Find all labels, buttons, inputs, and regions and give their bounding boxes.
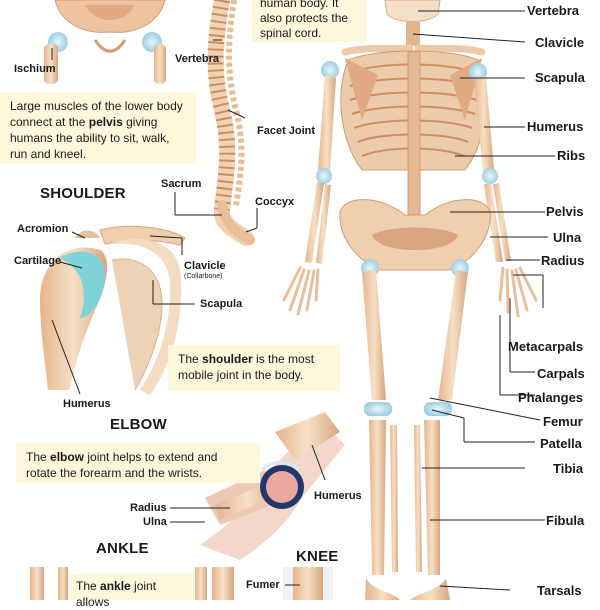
label-sacrum: Sacrum bbox=[161, 178, 202, 190]
label-coccyx: Coccyx bbox=[255, 196, 295, 208]
ankle-info-box: The ankle joint allows bbox=[70, 574, 194, 609]
label-tarsals: Tarsals bbox=[537, 583, 582, 598]
label-patella: Patella bbox=[540, 436, 582, 451]
elbow-info-bold: elbow bbox=[50, 450, 85, 464]
spine-info-text: human body. It also protects the spinal … bbox=[252, 0, 367, 42]
label-facet-joint: Facet Joint bbox=[257, 125, 316, 137]
label-phalanges: Phalanges bbox=[518, 390, 584, 405]
label-tibia: Tibia bbox=[553, 461, 584, 476]
elbow-info-box: The elbow joint helps to extend and rota… bbox=[16, 443, 260, 483]
spine-info-line-3: spinal cord. bbox=[260, 26, 322, 40]
heading-ankle: ANKLE bbox=[96, 540, 149, 557]
skeleton-illustration bbox=[282, 0, 538, 600]
spine-illustration bbox=[207, 0, 255, 246]
pointer-lines bbox=[51, 10, 555, 591]
label-elbow-radius: Radius bbox=[130, 502, 167, 514]
label-femur: Femur bbox=[543, 414, 583, 429]
label-pelvis: Pelvis bbox=[546, 204, 584, 219]
shoulder-illustration bbox=[40, 225, 186, 395]
label-ischium: Ischium bbox=[14, 63, 56, 75]
ankle-illustration bbox=[30, 567, 234, 600]
label-elbow-humerus: Humerus bbox=[314, 490, 362, 502]
pelvis-info-box: Large muscles of the lower body connect … bbox=[0, 92, 196, 164]
shoulder-info-box: The shoulder is the most mobile joint in… bbox=[168, 345, 340, 391]
ankle-info-bold: ankle bbox=[100, 579, 131, 593]
label-fumer: Fumer bbox=[246, 579, 280, 591]
heading-elbow: ELBOW bbox=[110, 416, 167, 433]
label-humerus: Humerus bbox=[527, 119, 584, 134]
label-radius: Radius bbox=[541, 253, 585, 268]
label-metacarpals: Metacarpals bbox=[508, 339, 584, 354]
label-fibula: Fibula bbox=[546, 513, 585, 528]
pelvis-fragment-illustration bbox=[44, 0, 166, 84]
knee-illustration bbox=[283, 567, 333, 600]
label-cartilage: Cartilage bbox=[14, 255, 62, 267]
label-collarbone: (Collarbone) bbox=[184, 273, 223, 280]
label-scapula: Scapula bbox=[535, 70, 585, 85]
ankle-info-pre: The bbox=[76, 579, 101, 593]
label-carpals: Carpals bbox=[537, 366, 585, 381]
label-ulna: Ulna bbox=[553, 230, 582, 245]
heading-knee: KNEE bbox=[296, 548, 339, 565]
label-shoulder-clavicle: Clavicle bbox=[184, 260, 226, 272]
label-acromion: Acromion bbox=[17, 223, 69, 235]
label-shoulder-scapula: Scapula bbox=[200, 298, 243, 310]
pelvis-info-post: giving humans the ability to sit, walk, … bbox=[10, 115, 170, 161]
heading-shoulder: SHOULDER bbox=[40, 185, 126, 202]
label-elbow-ulna: Ulna bbox=[143, 516, 167, 528]
label-clavicle: Clavicle bbox=[535, 35, 585, 50]
label-spine-vertebra: Vertebra bbox=[175, 53, 220, 65]
label-shoulder-humerus: Humerus bbox=[63, 398, 111, 410]
spine-info-line-2: also protects the bbox=[260, 11, 349, 25]
label-ribs: Ribs bbox=[557, 148, 586, 163]
pelvis-info-pre: Large muscles of the lower body connect … bbox=[10, 99, 183, 129]
spine-info-line-1: human body. It bbox=[260, 0, 339, 10]
pelvis-info-bold: pelvis bbox=[88, 115, 123, 129]
elbow-info-pre: The bbox=[26, 450, 51, 464]
label-vertebra: Vertebra bbox=[527, 3, 580, 18]
shoulder-info-pre: The bbox=[178, 352, 203, 366]
shoulder-info-post: is the most mobile joint in the body. bbox=[178, 352, 315, 382]
elbow-illustration bbox=[200, 412, 345, 560]
elbow-info-post: joint helps to extend and rotate the for… bbox=[26, 450, 218, 480]
shoulder-info-bold: shoulder bbox=[202, 352, 253, 366]
